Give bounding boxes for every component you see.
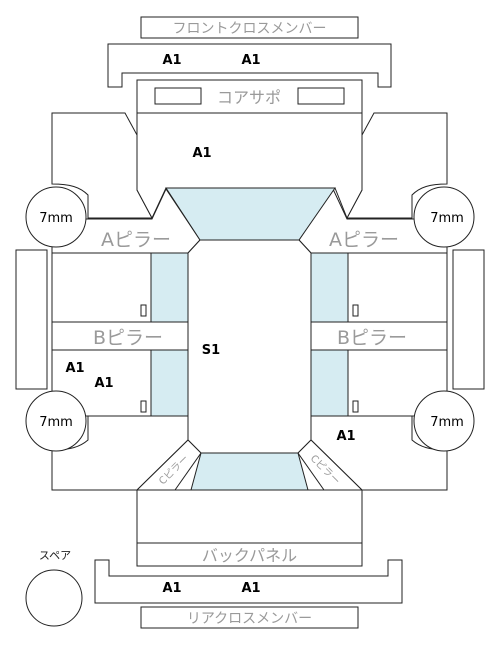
rear-left-wheel[interactable] (25, 390, 87, 452)
back-panel-part[interactable] (136, 542, 363, 567)
front-left-door[interactable] (51, 252, 152, 323)
a-pillar-left-label: Aピラー (101, 229, 171, 251)
front-left-window[interactable] (150, 252, 189, 323)
rear-cross-member-label: リアクロスメンバー (187, 611, 312, 627)
front-right-door-handle (352, 304, 359, 317)
rear-right-window[interactable] (310, 349, 349, 417)
b-pillar-left-label: Bピラー (93, 327, 163, 349)
spare-label: スペア (39, 549, 71, 562)
rear-cross-right-grade: A1 (241, 581, 260, 596)
core-support-label: コアサポ (217, 88, 281, 107)
core-support-right-lamp (297, 87, 345, 105)
right-side-sill[interactable] (452, 249, 485, 390)
front-left-wheel[interactable] (25, 186, 87, 248)
rear-left-door-handle (140, 400, 147, 413)
a-pillar-right-label: Aピラー (329, 229, 399, 251)
b-pillar-right-label: Bピラー (337, 327, 407, 349)
left-side-grade-2: A1 (94, 376, 113, 391)
rear-window-glass[interactable] (190, 452, 309, 491)
front-right-door[interactable] (347, 252, 448, 323)
front-cross-left-grade: A1 (162, 53, 181, 68)
front-cross-member-part[interactable] (107, 43, 392, 88)
front-cross-member-label-box (140, 16, 359, 39)
back-panel-label: バックパネル (202, 546, 297, 565)
spare-tire[interactable] (25, 569, 83, 627)
right-side-grade: A1 (336, 429, 355, 444)
left-side-sill[interactable] (15, 249, 48, 390)
core-support-left-lamp (154, 87, 202, 105)
rear-right-wheel[interactable] (413, 390, 475, 452)
b-pillar-right[interactable] (310, 321, 448, 351)
rear-cross-member-part[interactable] (94, 559, 403, 604)
front-cross-right-grade: A1 (241, 53, 260, 68)
b-pillar-left[interactable] (51, 321, 189, 351)
front-right-window[interactable] (310, 252, 349, 323)
front-left-wheel-label: 7mm (39, 211, 73, 226)
front-left-door-handle (140, 304, 147, 317)
front-cross-member-label: フロントクロスメンバー (173, 21, 327, 37)
front-right-wheel[interactable] (413, 186, 475, 248)
hood-grade: A1 (192, 146, 211, 161)
left-side-grade-1: A1 (65, 361, 84, 376)
rear-left-window[interactable] (150, 349, 189, 417)
rear-cross-left-grade: A1 (162, 581, 181, 596)
rear-right-wheel-label: 7mm (430, 415, 464, 430)
trunk-part[interactable] (136, 489, 363, 544)
roof-grade: S1 (202, 343, 220, 358)
rear-cross-member-label-box (140, 606, 359, 629)
front-right-wheel-label: 7mm (430, 211, 464, 226)
rear-right-door-handle (352, 400, 359, 413)
rear-left-wheel-label: 7mm (39, 415, 73, 430)
